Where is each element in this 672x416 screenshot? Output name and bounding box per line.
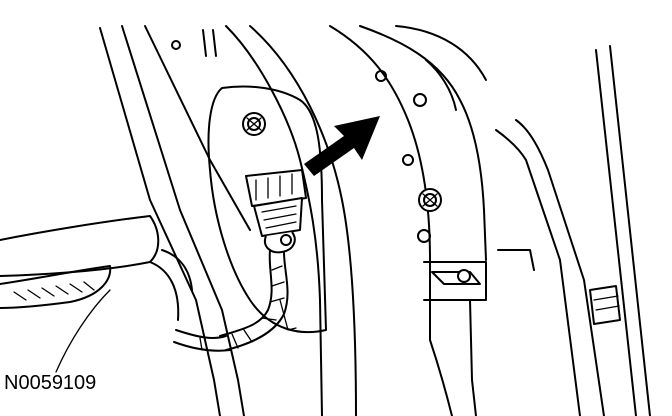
clip-fastener <box>457 269 471 283</box>
reference-leader <box>55 289 111 373</box>
right-pillar <box>329 25 487 416</box>
wire-harness <box>173 249 289 352</box>
bolt-upper <box>242 112 266 136</box>
left-pillar-trim <box>99 25 251 416</box>
door-panel-recess <box>207 25 357 416</box>
seat-outline <box>0 215 193 321</box>
door-edge <box>495 45 651 416</box>
electrical-connector <box>245 169 307 254</box>
figure-reference-number: N0059109 <box>4 372 97 394</box>
bolt-right <box>418 188 442 212</box>
pointer-arrow <box>304 116 380 176</box>
